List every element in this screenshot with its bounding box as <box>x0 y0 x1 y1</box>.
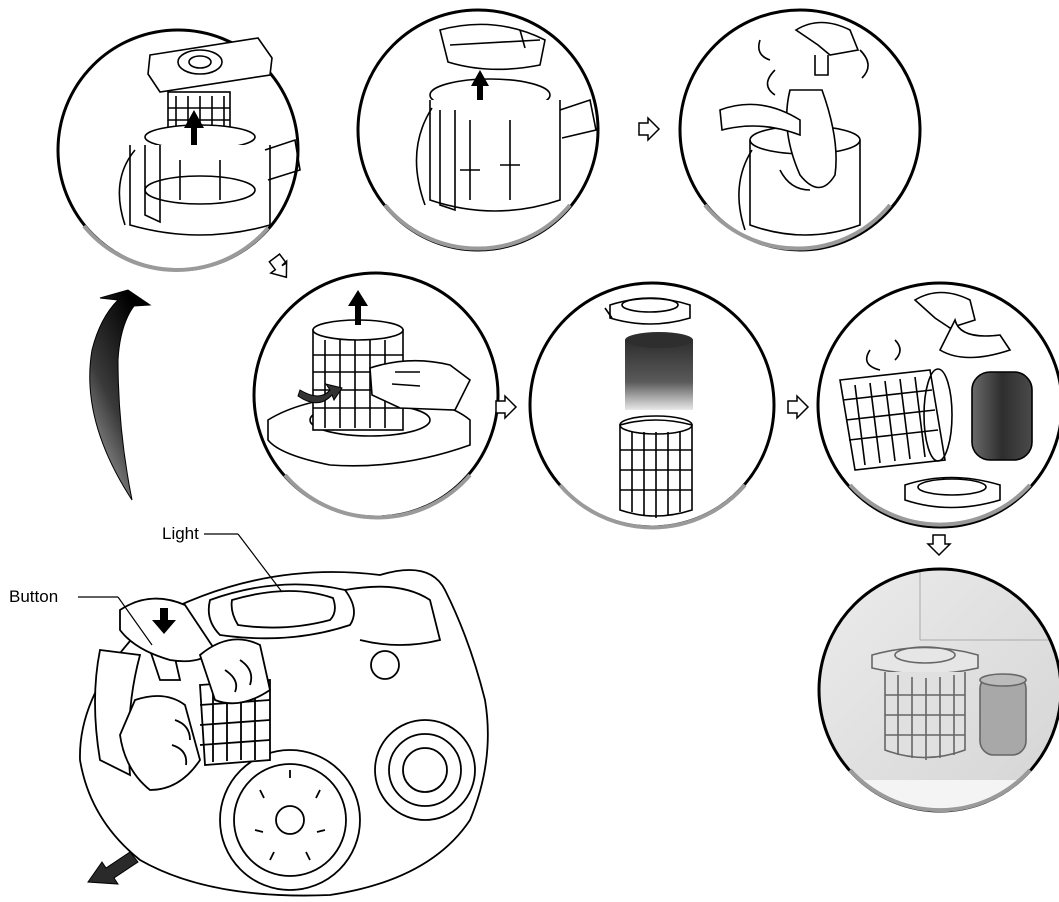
step-4-twist-filter-circle <box>254 273 498 517</box>
return-arrow-icon <box>90 290 150 500</box>
next-step-arrow-icon <box>928 535 950 555</box>
step-6-wash-filter-circle <box>818 283 1059 527</box>
next-step-arrow-icon <box>788 396 808 418</box>
step-3-rinse-bin-circle <box>680 10 920 250</box>
next-step-arrow-icon <box>639 118 659 140</box>
pull-out-arrow-icon <box>88 852 138 884</box>
light-label: Light <box>162 524 199 544</box>
step-2-lift-cover-circle <box>358 10 598 250</box>
step-7-dry-filter-circle <box>815 565 1059 815</box>
step-5-separate-filter-circle <box>530 283 774 527</box>
vacuum-cleaner-illustration <box>80 570 488 896</box>
button-label: Button <box>9 587 58 607</box>
step-1-remove-lid-circle <box>58 30 300 270</box>
next-step-arrow-icon <box>268 253 290 277</box>
